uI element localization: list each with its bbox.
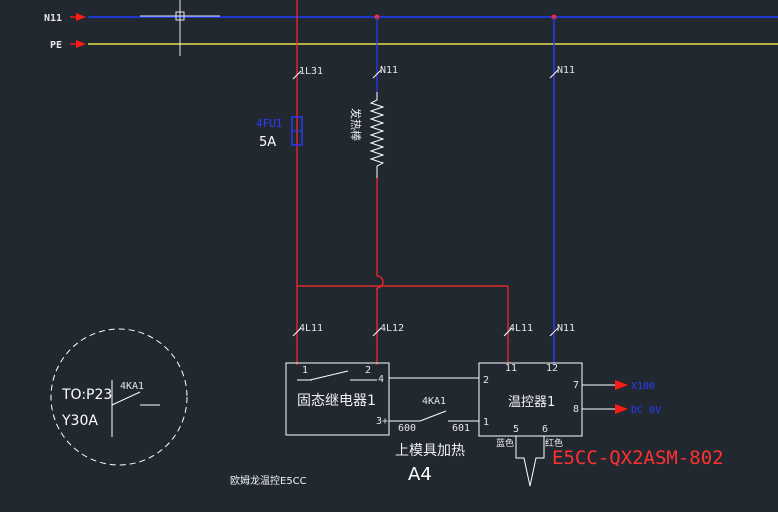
heater-resistor [369, 92, 385, 178]
ssr-pin3: 3+ [376, 416, 388, 427]
fuse-tag: 4FU1 [256, 117, 283, 130]
ssr-box [285, 362, 390, 436]
controller-pin6: 6 [542, 424, 548, 435]
output-arrow-7 [615, 380, 628, 390]
controller-pin2: 2 [483, 375, 489, 386]
wire-label-1l31: 1L31 [299, 66, 323, 77]
ssr-pin1: 1 [302, 365, 308, 376]
wire-label-n11-mid: N11 [557, 323, 575, 334]
controller-pin12: 12 [546, 363, 558, 374]
controller-pin1: 1 [483, 417, 489, 428]
n11-arrow [76, 13, 86, 21]
controller-pin5: 5 [513, 424, 519, 435]
output-7-label: X100 [631, 381, 655, 392]
brand-note: 欧姆龙温控E5CC [230, 474, 307, 487]
controller-box [478, 362, 583, 437]
thermocouple-probe [515, 436, 545, 487]
ref-loc: Y30A [61, 413, 98, 429]
ssr-label: 固态继电器1 [297, 393, 376, 409]
heater-label: 发热棒 [349, 108, 363, 141]
output-8-label: DC 0V [631, 405, 661, 416]
wire-label-600: 600 [398, 423, 416, 434]
n11-rail-label: N11 [44, 13, 62, 24]
ssr-pin4: 4 [378, 374, 384, 385]
output-arrow-8 [615, 404, 628, 414]
controller-pin11: 11 [505, 363, 517, 374]
heating-note-title: 上模具加热 [395, 443, 465, 459]
wire-label-4l12: 4L12 [380, 323, 404, 334]
pe-rail-label: PE [50, 40, 62, 51]
wire-label-601: 601 [452, 423, 470, 434]
controller-wire-red: 红色 [545, 437, 563, 449]
crosshair-cursor-icon [140, 0, 220, 56]
wire-label-4l11-mid: 4L11 [509, 323, 533, 334]
pe-arrow [76, 40, 86, 48]
ref-contact-label: 4KA1 [120, 381, 144, 392]
fuse-rating: 5A [259, 135, 276, 150]
ka-contact-label: 4KA1 [422, 396, 446, 407]
ref-to: TO:P23 [61, 387, 112, 403]
ssr-switch-contact [309, 370, 349, 381]
controller-wire-blue: 蓝色 [496, 437, 514, 449]
controller-pin8: 8 [573, 404, 579, 415]
wire-label-4l11-left: 4L11 [299, 323, 323, 334]
controller-pin7: 7 [573, 380, 579, 391]
wire-label-n11-heater: N11 [380, 65, 398, 76]
reference-circle [50, 328, 188, 466]
ka-contact [419, 410, 447, 422]
ssr-pin2: 2 [365, 365, 371, 376]
ref-contact-symbol [111, 391, 141, 406]
controller-model: E5CC-QX2ASM-802 [552, 447, 724, 469]
controller-label: 温控器1 [508, 395, 555, 410]
heating-note-code: A4 [408, 464, 432, 485]
wire-label-n11-right: N11 [557, 65, 575, 76]
